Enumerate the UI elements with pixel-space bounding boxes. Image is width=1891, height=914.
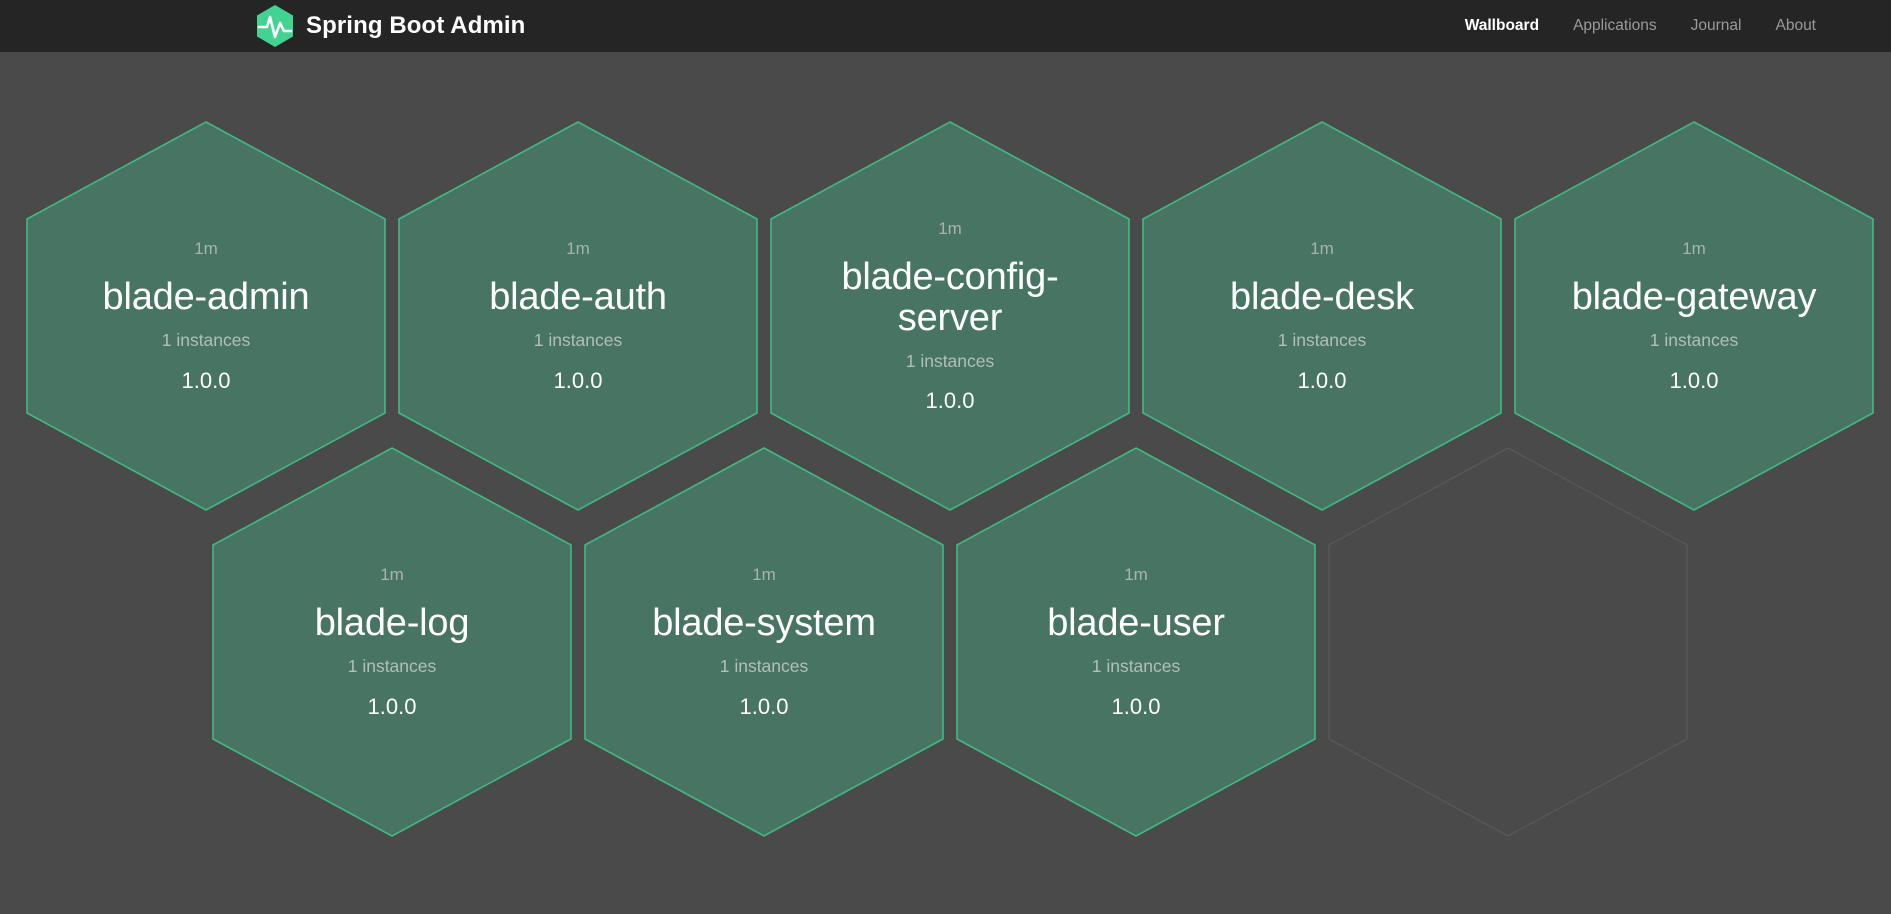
application-status-uptime: 1m — [1310, 239, 1334, 259]
application-status-uptime: 1m — [380, 565, 404, 585]
application-instance-count: 1 instances — [533, 330, 623, 351]
application-name: blade-user — [1047, 602, 1225, 645]
application-hexagon-content: 1m blade-admin 1 instances 1.0.0 — [25, 120, 387, 512]
application-hexagon-content: 1m blade-config-server 1 instances 1.0.0 — [769, 120, 1131, 512]
application-hexagon[interactable]: 1m blade-gateway 1 instances 1.0.0 — [1513, 120, 1875, 512]
application-hexagon[interactable]: 1m blade-config-server 1 instances 1.0.0 — [769, 120, 1131, 512]
application-name: blade-admin — [102, 276, 310, 319]
application-hexagon-content: 1m blade-gateway 1 instances 1.0.0 — [1513, 120, 1875, 512]
brand[interactable]: Spring Boot Admin — [255, 0, 525, 52]
application-hexagon-content: 1m blade-log 1 instances 1.0.0 — [211, 446, 573, 838]
application-hexagon[interactable]: 1m blade-auth 1 instances 1.0.0 — [397, 120, 759, 512]
heartbeat-hexagon-logo-icon — [255, 4, 295, 48]
nav-link-applications[interactable]: Applications — [1573, 17, 1657, 34]
nav-link-about[interactable]: About — [1775, 17, 1816, 34]
application-version: 1.0.0 — [1669, 367, 1719, 393]
application-hexagon[interactable]: 1m blade-desk 1 instances 1.0.0 — [1141, 120, 1503, 512]
application-version: 1.0.0 — [367, 693, 417, 719]
nav-link-wallboard[interactable]: Wallboard — [1464, 17, 1540, 34]
application-version: 1.0.0 — [739, 693, 789, 719]
application-status-uptime: 1m — [752, 565, 776, 585]
application-status-uptime: 1m — [1682, 239, 1706, 259]
application-instance-count: 1 instances — [161, 330, 251, 351]
wallboard-grid: 1m blade-admin 1 instances 1.0.0 1m blade-aut… — [0, 52, 1891, 914]
application-status-uptime: 1m — [194, 239, 218, 259]
application-hexagon-placeholder — [1327, 446, 1689, 838]
application-instance-count: 1 instances — [1277, 330, 1367, 351]
application-hexagon[interactable]: 1m blade-admin 1 instances 1.0.0 — [25, 120, 387, 512]
application-status-uptime: 1m — [938, 218, 962, 238]
brand-title: Spring Boot Admin — [306, 12, 526, 39]
application-version: 1.0.0 — [1297, 367, 1347, 393]
application-version: 1.0.0 — [181, 367, 231, 393]
top-navbar: Spring Boot Admin Wallboard Applications… — [0, 0, 1891, 52]
application-hexagon[interactable]: 1m blade-user 1 instances 1.0.0 — [955, 446, 1317, 838]
application-status-uptime: 1m — [1124, 565, 1148, 585]
application-hexagon-content: 1m blade-desk 1 instances 1.0.0 — [1141, 120, 1503, 512]
application-hexagon-content: 1m blade-auth 1 instances 1.0.0 — [397, 120, 759, 512]
application-name: blade-log — [314, 602, 470, 645]
application-name: blade-desk — [1230, 276, 1414, 319]
application-version: 1.0.0 — [925, 388, 975, 414]
application-instance-count: 1 instances — [719, 656, 809, 677]
application-name: blade-gateway — [1571, 276, 1817, 319]
application-hexagon-content: 1m blade-user 1 instances 1.0.0 — [955, 446, 1317, 838]
application-name: blade-system — [652, 602, 876, 645]
application-status-uptime: 1m — [566, 239, 590, 259]
application-hexagon-content: 1m blade-system 1 instances 1.0.0 — [583, 446, 945, 838]
nav-link-journal[interactable]: Journal — [1690, 17, 1742, 34]
application-name: blade-auth — [489, 276, 667, 319]
application-name: blade-config-server — [841, 255, 1059, 339]
application-instance-count: 1 instances — [347, 656, 437, 677]
nav-links: Wallboard Applications Journal About — [1448, 0, 1833, 52]
application-hexagon[interactable]: 1m blade-log 1 instances 1.0.0 — [211, 446, 573, 838]
application-instance-count: 1 instances — [1649, 330, 1739, 351]
application-instance-count: 1 instances — [905, 350, 995, 371]
application-version: 1.0.0 — [1111, 693, 1161, 719]
application-version: 1.0.0 — [553, 367, 603, 393]
application-instance-count: 1 instances — [1091, 656, 1181, 677]
application-hexagon[interactable]: 1m blade-system 1 instances 1.0.0 — [583, 446, 945, 838]
